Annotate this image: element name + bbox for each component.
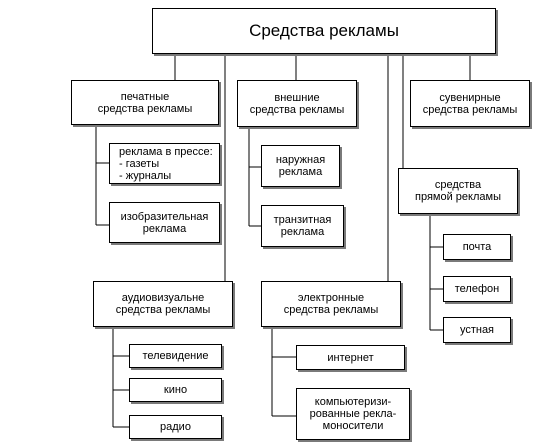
radio-node: радио bbox=[129, 415, 222, 439]
mail-node: почта bbox=[443, 234, 511, 260]
direct-media-node: средства прямой рекламы bbox=[398, 168, 518, 214]
external-media-node: внешние средства рекламы bbox=[237, 80, 357, 127]
cinema-node: кино bbox=[129, 378, 222, 402]
computer-media-node: компьютеризи- рованные рекла- моносители bbox=[296, 388, 410, 440]
transit-ads-node: транзитная реклама bbox=[261, 205, 344, 247]
phone-node: телефон bbox=[443, 276, 511, 302]
press-ads-node: реклама в прессе: - газеты - журналы bbox=[109, 143, 220, 184]
print-media-node: печатные средства рекламы bbox=[71, 80, 219, 125]
pictorial-ads-node: изобразительная реклама bbox=[109, 202, 220, 243]
souvenir-media-node: сувенирные средства рекламы bbox=[410, 80, 530, 127]
tv-node: телевидение bbox=[129, 344, 222, 368]
audiovisual-media-node: аудиовизуальне средства рекламы bbox=[93, 281, 233, 327]
root-node: Средства рекламы bbox=[152, 8, 496, 54]
oral-node: устная bbox=[443, 317, 511, 343]
outdoor-ads-node: наружная реклама bbox=[261, 145, 340, 187]
internet-node: интернет bbox=[296, 345, 405, 370]
electronic-media-node: электронные средства рекламы bbox=[261, 281, 401, 327]
